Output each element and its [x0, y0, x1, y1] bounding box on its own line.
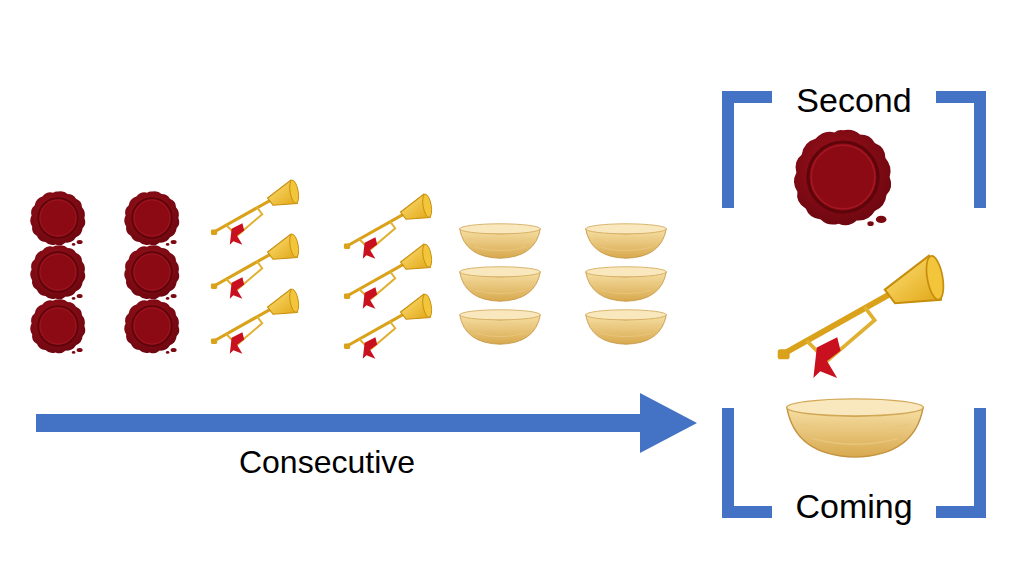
trumpet	[211, 180, 300, 245]
heading-label: Coming	[795, 489, 912, 523]
seal	[124, 191, 179, 245]
trumpet	[778, 255, 947, 378]
bowl	[460, 224, 541, 258]
trumpet	[211, 289, 300, 354]
bowl	[787, 399, 923, 457]
bowl	[460, 267, 541, 301]
heading-label: Second	[796, 83, 911, 117]
bracket	[936, 97, 980, 208]
bracket	[728, 408, 772, 512]
seal	[794, 130, 891, 226]
seal	[30, 245, 85, 299]
trumpet	[211, 234, 300, 299]
bowl	[586, 310, 667, 344]
arrow-shaft	[36, 414, 642, 432]
bracket	[728, 97, 772, 208]
seal	[124, 299, 179, 353]
arrow-head	[640, 393, 697, 453]
bowl	[586, 224, 667, 258]
seal	[30, 191, 85, 245]
seal	[30, 299, 85, 353]
bowl	[586, 267, 667, 301]
trumpet	[344, 294, 433, 359]
bracket	[936, 408, 980, 512]
bowl	[460, 310, 541, 344]
arrow-label: Consecutive	[239, 446, 415, 478]
seal	[124, 245, 179, 299]
